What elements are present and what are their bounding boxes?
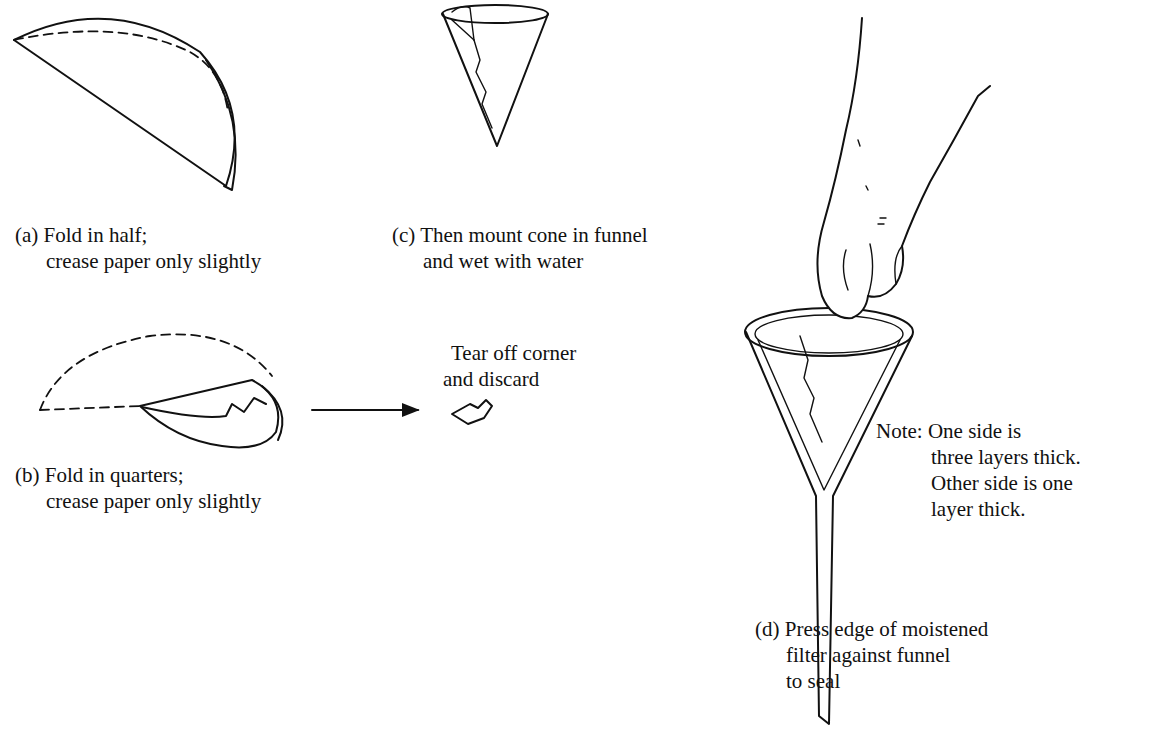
finger-line xyxy=(843,250,848,290)
fold-edge xyxy=(40,406,140,410)
filter-cone xyxy=(758,340,900,490)
cone-layer xyxy=(452,20,474,40)
folded-quarter-paper xyxy=(40,334,282,447)
step-caption: (d) Press edge of moistened filter again… xyxy=(755,616,988,694)
finger-line xyxy=(895,246,902,284)
note-label: Tear off corner and discard xyxy=(443,340,576,392)
filter-tear xyxy=(800,336,822,442)
finger-line xyxy=(868,244,873,296)
step-caption: (c) Then mount cone in funnel and wet wi… xyxy=(392,222,648,274)
filter-rim xyxy=(755,315,903,353)
note-label: Note: One side is three layers thick. Ot… xyxy=(876,418,1081,522)
hand-outline xyxy=(817,18,990,318)
step-caption: (b) Fold in quarters; crease paper only … xyxy=(15,462,261,514)
folded-half-paper xyxy=(14,19,236,190)
torn-corner xyxy=(452,400,492,424)
paper-back-layer xyxy=(206,60,236,190)
paper-back-layer xyxy=(262,386,282,440)
tear-line xyxy=(142,398,266,417)
fold-line xyxy=(14,31,228,112)
paper-half xyxy=(14,19,235,186)
knuckle-marks xyxy=(858,140,886,224)
cone-fold xyxy=(452,7,474,40)
cone-body xyxy=(443,14,548,146)
hand xyxy=(817,18,990,318)
cone-tear xyxy=(474,40,492,128)
step-caption: (a) Fold in half; crease paper only slig… xyxy=(15,222,261,274)
arrow xyxy=(312,409,418,411)
funnel-rim xyxy=(745,308,913,356)
paper-cone xyxy=(442,5,548,146)
paper-quarter xyxy=(140,380,278,447)
